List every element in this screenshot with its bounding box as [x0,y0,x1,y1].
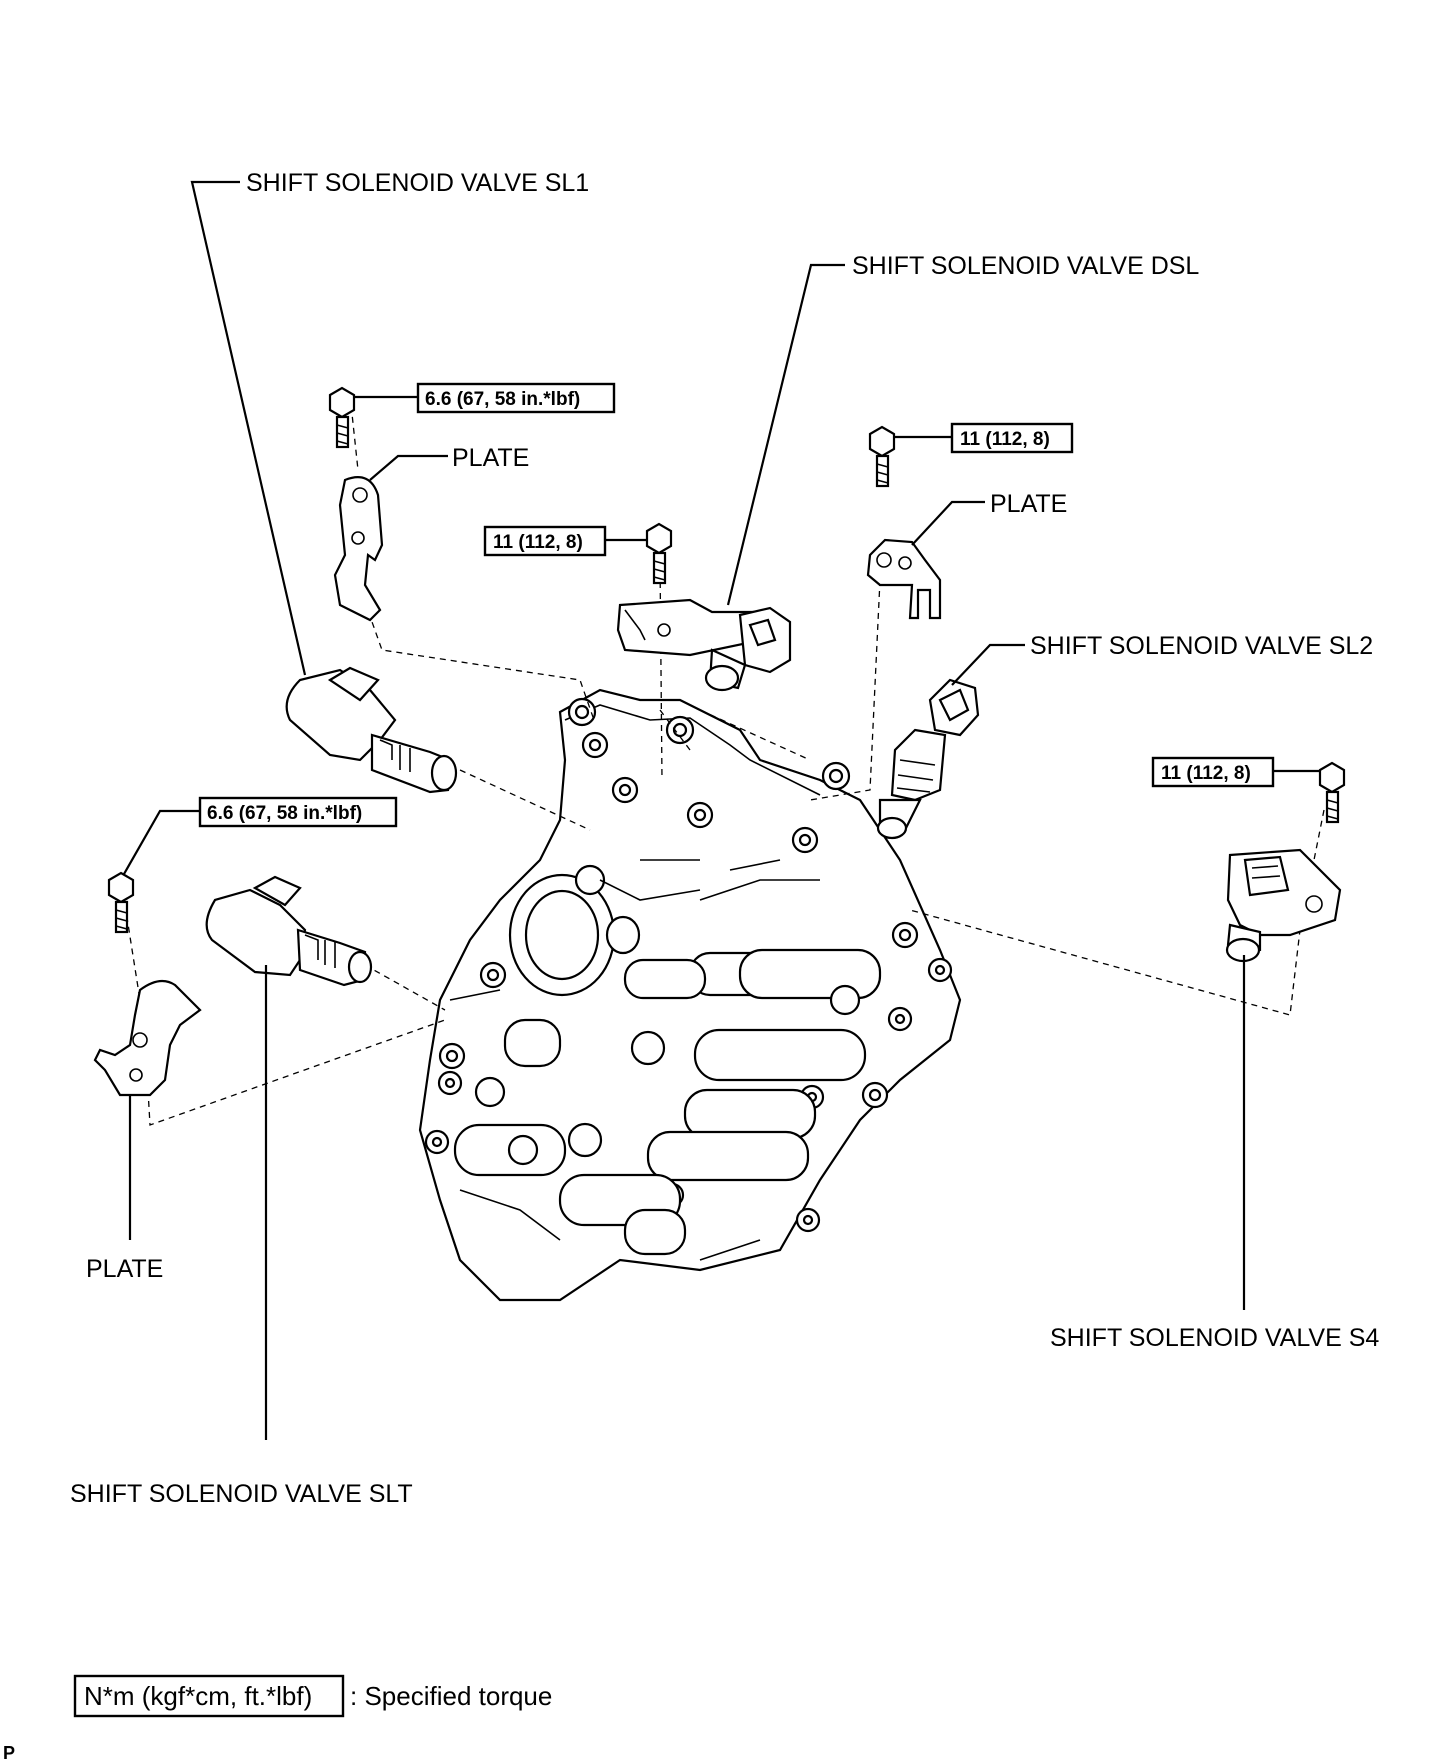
torque-callout-sl1: 6.6 (67, 58 in.*lbf) [416,382,616,414]
plate-top-left-part [333,476,384,622]
valve-body [418,688,962,1302]
bolt-s4 [1318,761,1346,824]
torque-value-sl2: 11 (112, 8) [960,429,1050,450]
torque-callout-s4: 11 (112, 8) [1151,756,1275,788]
label-slt: SHIFT SOLENOID VALVE SLT [70,1480,413,1508]
plate-top-right-part [866,538,942,620]
shift-solenoid-valve-sl1 [285,666,458,794]
legend-box-text: N*m (kgf*cm, ft.*lbf) [84,1681,312,1711]
shift-solenoid-valve-dsl [616,598,792,692]
label-plate-top-left: PLATE [452,444,529,472]
torque-value-sl1: 6.6 (67, 58 in.*lbf) [425,389,580,410]
bolt-slt [107,871,135,934]
bolt-sl2 [868,425,896,488]
shift-solenoid-valve-sl2 [876,678,980,840]
label-plate-top-right: PLATE [990,490,1067,518]
label-sl1: SHIFT SOLENOID VALVE SL1 [246,169,589,197]
shift-solenoid-valve-slt [205,875,373,987]
legend-description: : Specified torque [350,1681,552,1711]
torque-value-slt: 6.6 (67, 58 in.*lbf) [207,803,362,824]
torque-callout-dsl: 11 (112, 8) [483,525,607,557]
label-sl2: SHIFT SOLENOID VALVE SL2 [1030,632,1373,660]
label-dsl: SHIFT SOLENOID VALVE DSL [852,252,1199,280]
torque-callout-slt: 6.6 (67, 58 in.*lbf) [198,796,398,828]
torque-value-s4: 11 (112, 8) [1161,763,1251,784]
label-s4: SHIFT SOLENOID VALVE S4 [1050,1324,1379,1352]
bolt-dsl [645,522,673,585]
torque-callout-sl2: 11 (112, 8) [950,422,1074,454]
bolt-sl1 [328,386,356,449]
plate-bottom-left-part [93,979,202,1097]
label-plate-bottom-left: PLATE [86,1255,163,1283]
torque-value-dsl: 11 (112, 8) [493,532,583,553]
legend: N*m (kgf*cm, ft.*lbf) : Specified torque [73,1674,552,1718]
corner-mark: P [3,1743,15,1763]
shift-solenoid-valve-s4 [1225,848,1342,963]
leader-lines [123,180,1320,1440]
